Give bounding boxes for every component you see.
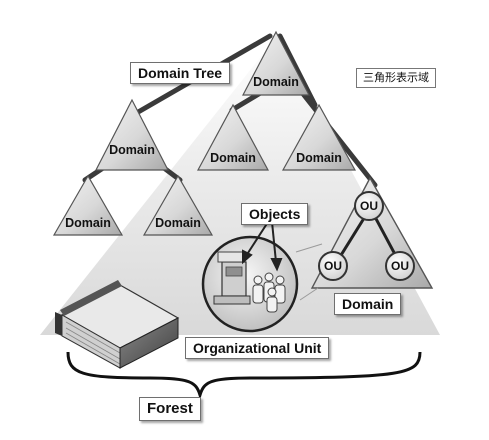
objects-arrows xyxy=(242,221,283,272)
domain-triangle-mid-left: Domain xyxy=(95,98,169,171)
people-icon xyxy=(252,272,286,313)
domain-triangle-bottom-left: Domain xyxy=(52,174,124,236)
chinese-caption: 三角形表示域 xyxy=(356,68,436,88)
computer-icon xyxy=(213,251,251,305)
domain-triangle-right: Domain xyxy=(281,103,357,171)
ou-domain-triangle: OU OU OU xyxy=(310,176,434,289)
ou-circle-right xyxy=(385,251,415,281)
objects-label: Objects xyxy=(241,203,309,225)
domain-triangle-bottom-mid: Domain xyxy=(142,174,214,236)
forest-label: Forest xyxy=(139,397,201,421)
book-icon xyxy=(55,280,180,369)
domain-triangle-center: Domain xyxy=(196,103,270,171)
domain-root-label: Domain xyxy=(253,75,299,89)
domain-bottom-mid-label: Domain xyxy=(155,216,201,230)
domain-triangle-root: Domain xyxy=(242,30,310,96)
domain-tree-label: Domain Tree xyxy=(130,62,231,84)
ou-circle-left xyxy=(318,251,348,281)
forest-brace xyxy=(66,351,422,401)
organizational-unit-label: Organizational Unit xyxy=(185,337,330,359)
domain-mid-left-label: Domain xyxy=(109,143,155,157)
domain-center-label: Domain xyxy=(210,151,256,165)
domain-bottom-left-label: Domain xyxy=(65,216,111,230)
svg-text:OU: OU xyxy=(324,259,342,273)
svg-text:OU: OU xyxy=(391,259,409,273)
connector-root-right xyxy=(277,33,318,108)
domain-right-label: Domain xyxy=(296,151,342,165)
svg-text:OU: OU xyxy=(360,199,378,213)
ou-circle-top xyxy=(354,191,384,221)
domain-label: Domain xyxy=(334,293,402,315)
zoom-lines xyxy=(295,243,323,301)
